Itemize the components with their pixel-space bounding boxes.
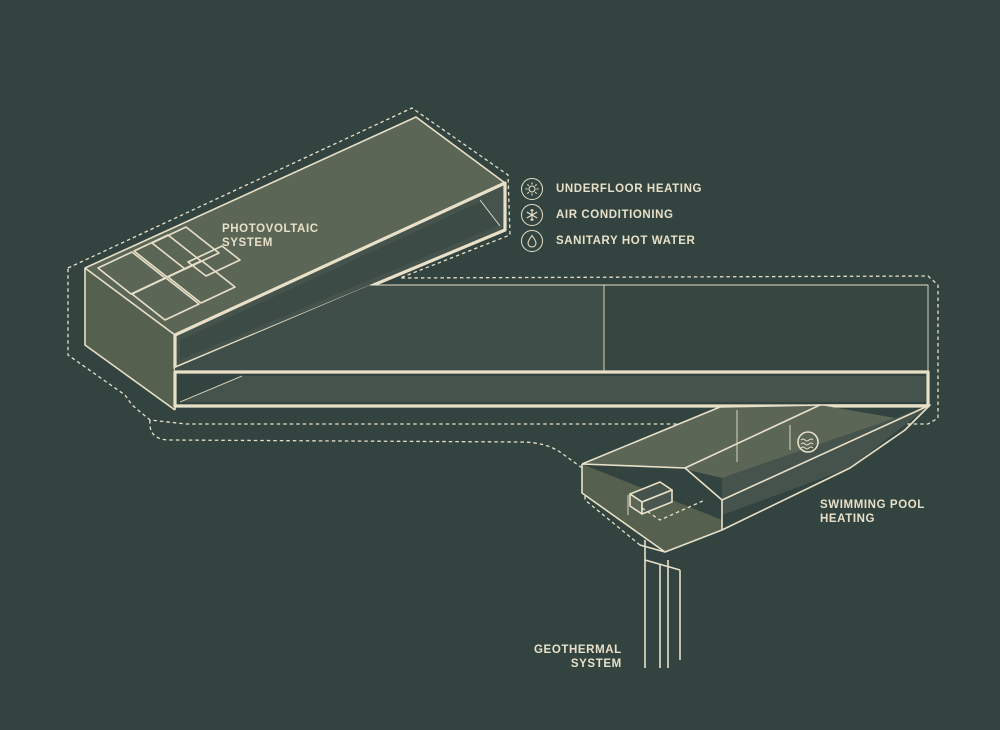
solar-panels <box>97 226 241 321</box>
legend: UNDERFLOOR HEATING AIR CONDITIONING <box>521 176 702 254</box>
main-block-edges <box>370 284 929 372</box>
upper-building-dashed-outline <box>67 107 939 425</box>
legend-label: SANITARY HOT WATER <box>556 235 696 247</box>
swimming-pool-label: SWIMMING POOL HEATING <box>820 499 925 525</box>
left-block-top-face <box>85 117 505 335</box>
left-block-front-face <box>85 268 175 410</box>
lower-slab-inner <box>180 376 926 402</box>
pool-inner-lines <box>627 410 791 515</box>
photovoltaic-label: PHOTOVOLTAIC SYSTEM <box>222 223 319 249</box>
snowflake-icon <box>521 204 543 226</box>
pool-wing-edges <box>581 404 931 553</box>
legend-item-underfloor-heating: UNDERFLOOR HEATING <box>521 176 702 202</box>
pool-basin-face <box>722 405 930 515</box>
sun-icon <box>521 178 543 200</box>
main-block-right-face <box>604 285 928 372</box>
legend-item-air-conditioning: AIR CONDITIONING <box>521 202 702 228</box>
legend-label: AIR CONDITIONING <box>556 209 674 221</box>
pool-wing-top <box>582 405 895 478</box>
pool-wave-icon <box>797 431 819 453</box>
geothermal-label: GEOTHERMAL SYSTEM <box>534 644 622 670</box>
roof-slab-outline <box>173 181 507 370</box>
heat-pump-unit <box>629 481 673 515</box>
geothermal-pipes <box>644 540 681 668</box>
heat-pump-dashed-connector <box>641 499 706 521</box>
roof-slab-inner-line <box>479 199 501 227</box>
water-drop-icon <box>521 230 543 252</box>
legend-label: UNDERFLOOR HEATING <box>556 183 703 195</box>
legend-item-sanitary-hot-water: SANITARY HOT WATER <box>521 228 702 254</box>
roof-slab-inner-dark <box>180 202 500 360</box>
connector-dashed-line <box>149 419 586 471</box>
lower-slab-inner-line <box>179 375 243 403</box>
